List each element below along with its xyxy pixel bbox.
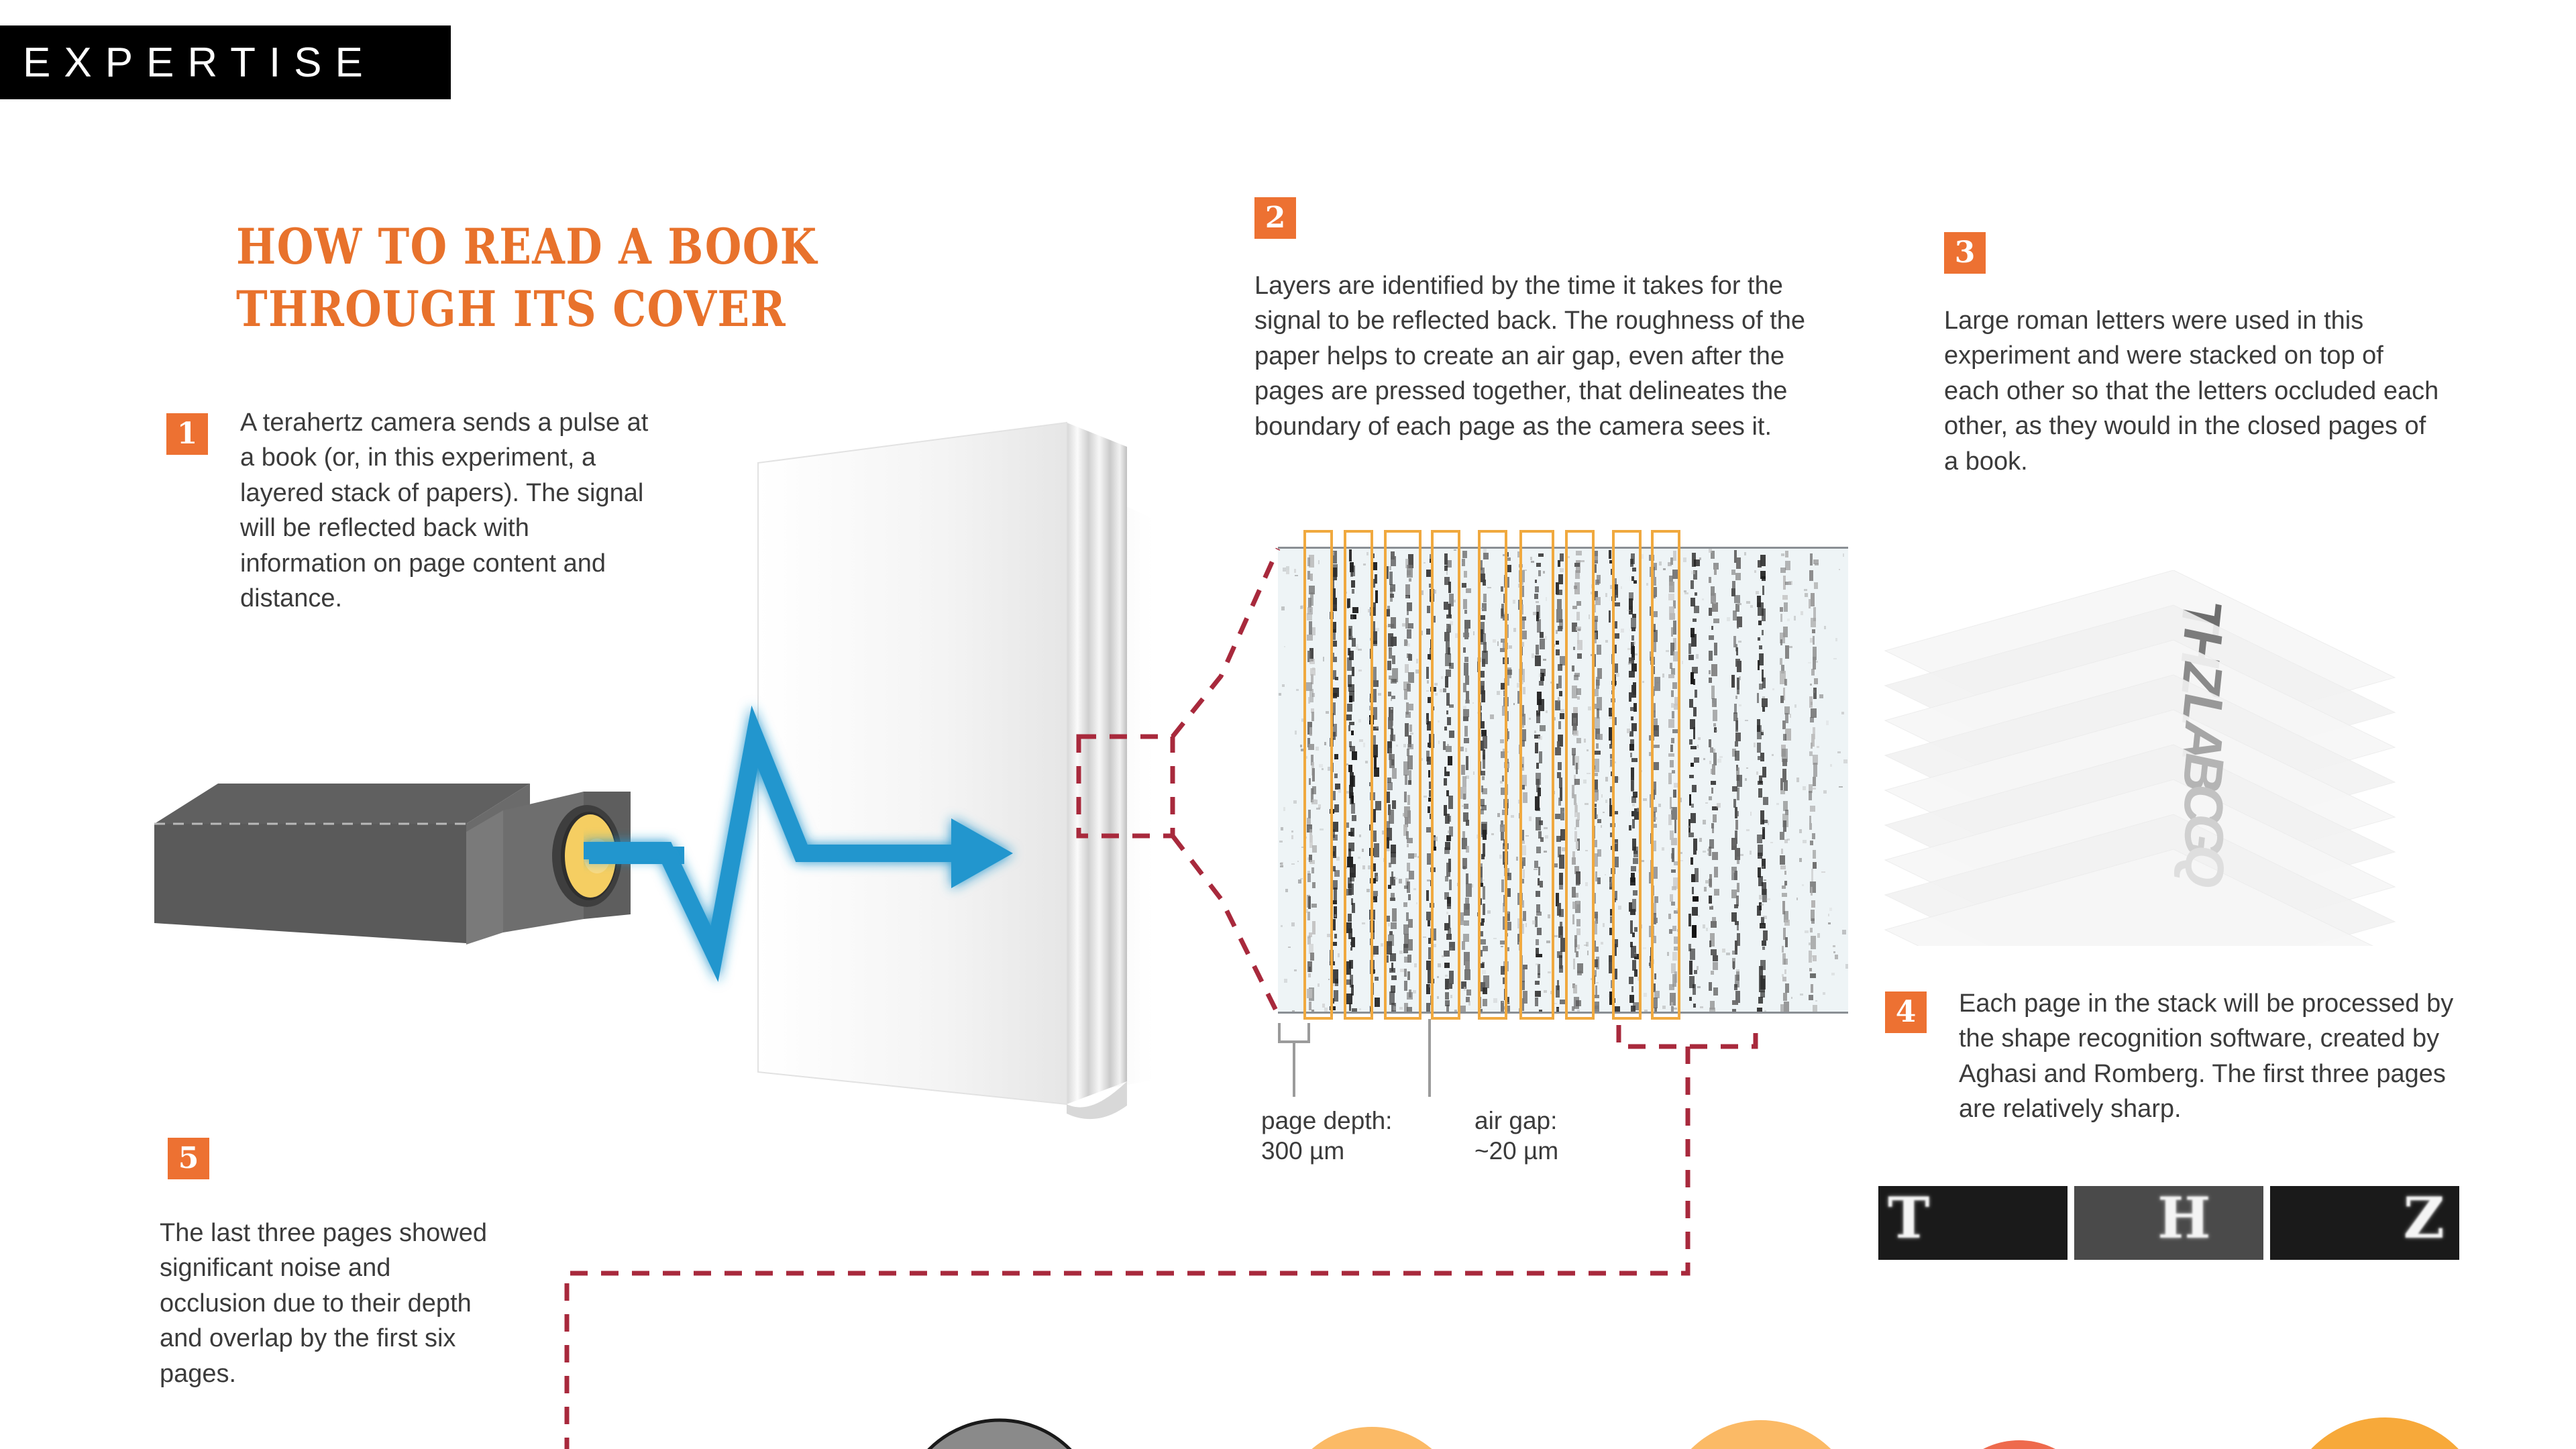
- page-title-line-2: THROUGH ITS COVER: [236, 280, 786, 339]
- step-text-4: Each page in the stack will be processed…: [1959, 989, 2454, 1124]
- bottom-circle: [2311, 1417, 2459, 1449]
- step-badge-1: 1: [166, 413, 208, 455]
- bottom-circle: [1983, 1440, 2055, 1449]
- bottom-circle: [927, 1418, 1072, 1449]
- air-gap-label-text: air gap:: [1474, 1107, 1558, 1134]
- step-badge-2: 2: [1254, 197, 1296, 239]
- scan-region-box: [1303, 530, 1333, 1020]
- terahertz-scan-panel: [1278, 530, 1848, 1020]
- scan-thumbnail-letter: Z: [2403, 1186, 2445, 1251]
- bottom-circle: [1311, 1427, 1432, 1449]
- scan-region-box: [1519, 530, 1554, 1020]
- page-title: HOW TO READ A BOOK THROUGH ITS COVER: [236, 216, 842, 341]
- expertise-banner: EXPERTISE: [0, 25, 451, 99]
- step-badge-4: 4: [1885, 991, 1927, 1033]
- scan-thumbnail-t: T: [1878, 1186, 2068, 1260]
- step-badge-5: 5: [168, 1138, 209, 1179]
- page-depth-value: 300 µm: [1261, 1137, 1345, 1165]
- page-depth-label-text: page depth:: [1261, 1107, 1393, 1134]
- page-title-line-1: HOW TO READ A BOOK: [236, 218, 818, 276]
- step-badge-3: 3: [1944, 232, 1986, 274]
- scan-region-box: [1651, 530, 1680, 1020]
- scan-region-box: [1431, 530, 1460, 1020]
- scan-region-box: [1565, 530, 1595, 1020]
- page-depth-label: page depth: 300 µm: [1261, 1106, 1429, 1166]
- step-text-2: Layers are identified by the time it tak…: [1254, 272, 1806, 441]
- scan-thumbnail-z: Z: [2270, 1186, 2459, 1260]
- air-gap-value: ~20 µm: [1474, 1137, 1559, 1165]
- expertise-label: EXPERTISE: [23, 39, 376, 86]
- scan-region-box: [1384, 530, 1421, 1020]
- scan-region-box: [1344, 530, 1373, 1020]
- scan-thumbnail-letter: T: [1888, 1186, 1930, 1251]
- step-text-1: A terahertz camera sends a pulse at a bo…: [240, 409, 649, 613]
- air-gap-label: air gap: ~20 µm: [1474, 1106, 1642, 1166]
- scan-thumbnail-row: T H Z: [1878, 1186, 2459, 1260]
- step-text-5: The last three pages showed significant …: [160, 1219, 487, 1388]
- bottom-circle-row: [0, 1355, 2576, 1449]
- bottom-circle: [1690, 1420, 1831, 1449]
- scan-thumbnail-h: H: [2074, 1186, 2263, 1260]
- scan-region-box: [1478, 530, 1507, 1020]
- scan-thumbnail-letter: H: [2157, 1186, 2211, 1251]
- measurement-leaders: [1278, 1019, 1431, 1097]
- scan-region-box: [1612, 530, 1642, 1020]
- step-text-3: Large roman letters were used in this ex…: [1944, 307, 2439, 476]
- terahertz-pulse-waveform: [584, 684, 1080, 1020]
